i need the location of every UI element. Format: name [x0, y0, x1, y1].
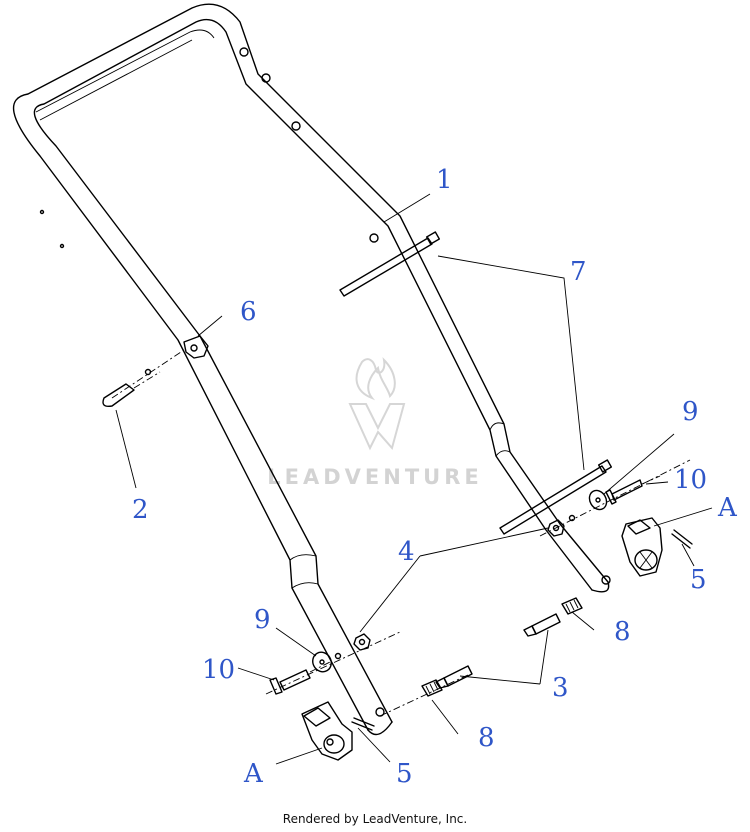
callout-4: 4 — [398, 537, 415, 567]
knob-pin — [102, 371, 161, 408]
cable-tie-lower — [499, 459, 613, 535]
watermark-text: LEADVENTURE — [267, 465, 482, 489]
upper-handle — [12, 3, 611, 736]
hex-nut-left — [353, 633, 371, 651]
callout-8-upper: 8 — [614, 617, 631, 647]
callout-2: 2 — [132, 495, 149, 525]
leadventure-watermark: LEADVENTURE — [267, 357, 482, 489]
spring-lower — [421, 679, 443, 697]
leader-lines — [115, 193, 713, 765]
callout-5-right: 5 — [690, 565, 707, 595]
handle-bracket-left — [301, 701, 353, 761]
callout-A-right: A — [717, 493, 738, 523]
bolt-left — [269, 661, 331, 695]
washer-left — [312, 651, 332, 673]
callout-10-right: 10 — [674, 465, 707, 495]
bolt-right — [605, 475, 661, 505]
callout-A-left: A — [243, 759, 264, 789]
callout-7: 7 — [570, 257, 587, 287]
cotter-pin-left — [351, 717, 375, 731]
callout-1: 1 — [436, 165, 453, 195]
axis-lower — [379, 673, 471, 717]
cable-tie-upper — [339, 231, 441, 297]
callout-9-left: 9 — [254, 605, 271, 635]
washer-right — [588, 489, 608, 511]
footer-credit: Rendered by LeadVenture, Inc. — [282, 812, 468, 826]
callout-5-left: 5 — [396, 759, 413, 789]
cable-guide-clip — [111, 335, 209, 399]
callout-10-left: 10 — [202, 655, 235, 685]
callout-9-right: 9 — [682, 397, 699, 427]
callout-3-label: 3 — [552, 673, 569, 703]
pin-lower — [435, 665, 473, 689]
callout-6: 6 — [240, 297, 257, 327]
pin-upper — [523, 613, 561, 637]
axis-left — [265, 631, 401, 695]
cotter-pin-right — [671, 529, 693, 549]
callout-8-lower: 8 — [478, 723, 495, 753]
handle-bracket-right — [621, 517, 663, 577]
hex-nut-right — [547, 519, 565, 537]
axis-right — [539, 459, 691, 537]
spring-upper — [561, 597, 583, 615]
callout-labels: 1 2 3 4 5 5 6 7 8 8 9 9 10 10 A A — [132, 165, 738, 789]
